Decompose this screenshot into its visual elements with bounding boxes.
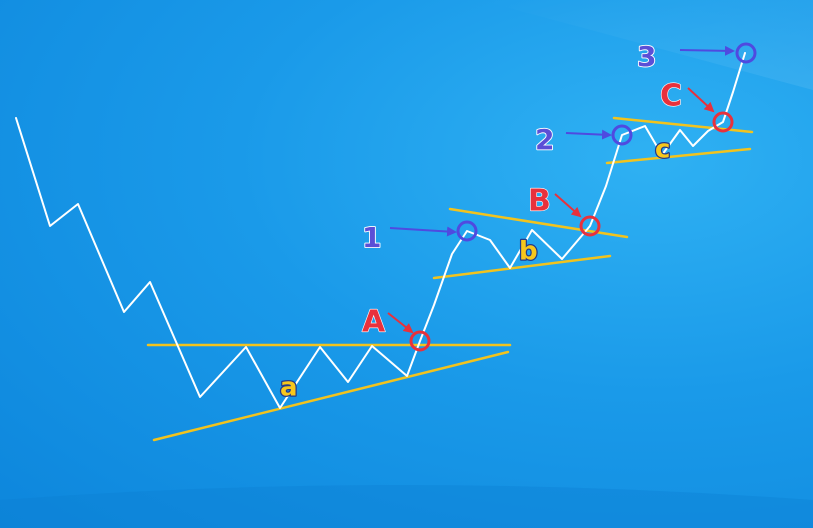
- level-line-6: [605, 147, 752, 165]
- marker-A: A: [361, 304, 431, 352]
- marker-2-label: 2: [535, 123, 554, 156]
- marker-1-circle: [456, 220, 478, 242]
- marker-3-circle: [735, 42, 757, 64]
- zone-label-b: b: [519, 237, 538, 267]
- marker-C: C: [659, 78, 734, 133]
- marker-A-arrow: [387, 312, 414, 334]
- markers: A B C 1 2 3: [361, 39, 757, 352]
- level-line-2: [152, 350, 510, 442]
- marker-C-label: C: [660, 79, 682, 114]
- marker-3: 3: [636, 39, 757, 74]
- level-line-4: [432, 254, 612, 280]
- marker-3-arrow: [679, 45, 735, 56]
- level-lines: [146, 116, 754, 442]
- marker-2-arrow: [565, 129, 612, 140]
- marker-A-circle: [409, 330, 431, 352]
- marker-B-label: B: [528, 184, 551, 219]
- marker-B-circle: [579, 215, 601, 237]
- marker-1: 1: [361, 220, 478, 255]
- zone-label-a: a: [280, 373, 298, 403]
- price-line: [15, 52, 746, 409]
- marker-2: 2: [534, 122, 633, 157]
- marker-C-arrow: [687, 87, 715, 113]
- background-floor: [0, 485, 813, 528]
- marker-A-label: A: [362, 305, 386, 340]
- zone-labels: a b c: [279, 133, 672, 404]
- marker-2-circle: [611, 124, 633, 146]
- zone-label-c: c: [655, 135, 670, 165]
- marker-1-arrow: [389, 226, 457, 237]
- background-sheen: [480, 0, 813, 90]
- marker-3-label: 3: [637, 40, 656, 73]
- marker-B: B: [527, 183, 601, 237]
- marker-B-arrow: [554, 193, 582, 218]
- marker-C-circle: [712, 111, 734, 133]
- marker-1-label: 1: [362, 221, 381, 254]
